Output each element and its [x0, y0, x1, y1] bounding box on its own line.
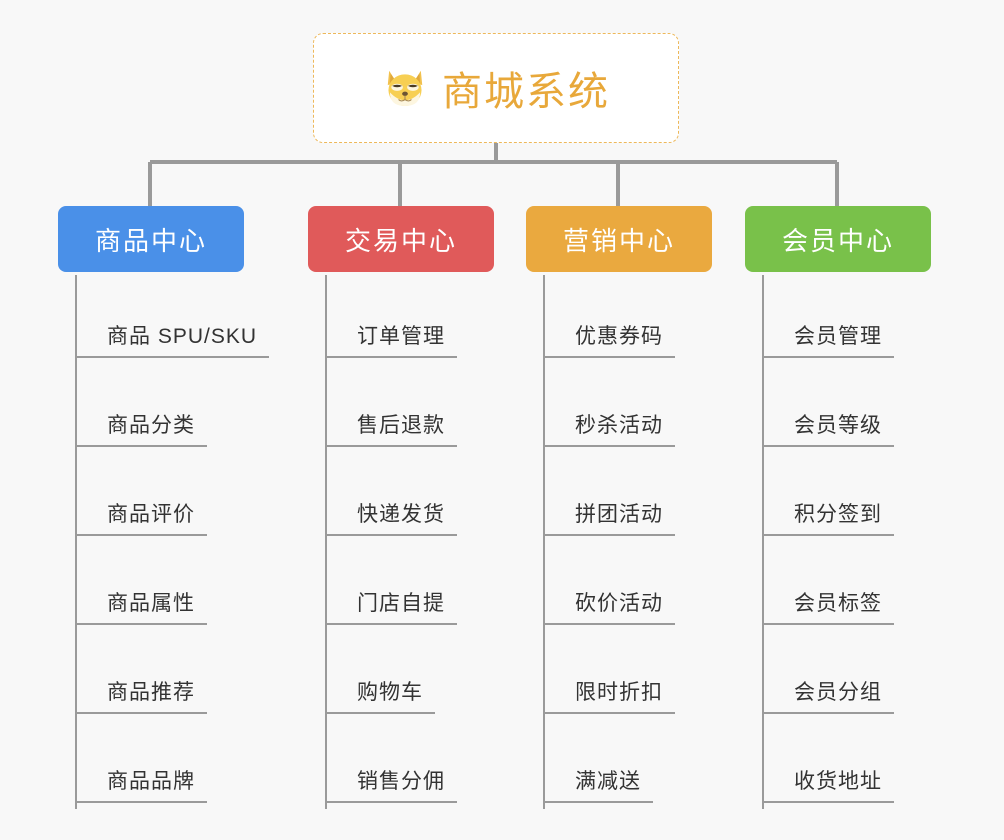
leaf-column-1: 商品 SPU/SKU 商品分类商品评价商品属性商品推荐商品品牌	[75, 275, 305, 809]
leaf-item[interactable]: 限时折扣	[543, 631, 773, 720]
category-node-4[interactable]: 会员中心	[745, 206, 931, 272]
leaf-label: 购物车	[327, 680, 435, 714]
category-node-3[interactable]: 营销中心	[526, 206, 712, 272]
leaf-item[interactable]: 售后退款	[325, 364, 555, 453]
leaf-label: 销售分佣	[327, 769, 457, 803]
category-label: 交易中心	[344, 225, 457, 256]
leaf-item[interactable]: 会员等级	[762, 364, 992, 453]
leaf-item[interactable]: 销售分佣	[325, 720, 555, 809]
leaf-label: 会员标签	[764, 591, 894, 625]
leaf-label: 商品品牌	[77, 769, 207, 803]
leaf-item[interactable]: 商品分类	[75, 364, 305, 453]
leaf-item[interactable]: 商品 SPU/SKU	[75, 275, 305, 364]
leaf-label: 快递发货	[327, 502, 457, 536]
leaf-item[interactable]: 拼团活动	[543, 453, 773, 542]
leaf-item[interactable]: 积分签到	[762, 453, 992, 542]
leaf-item[interactable]: 收货地址	[762, 720, 992, 809]
category-node-1[interactable]: 商品中心	[58, 206, 244, 272]
leaf-item[interactable]: 秒杀活动	[543, 364, 773, 453]
leaf-label: 商品 SPU/SKU	[77, 324, 270, 358]
leaf-item[interactable]: 会员管理	[762, 275, 992, 364]
leaf-label: 售后退款	[327, 413, 457, 447]
leaf-item[interactable]: 门店自提	[325, 542, 555, 631]
category-label: 营销中心	[562, 225, 675, 256]
leaf-label: 收货地址	[764, 769, 894, 803]
shiba-dog-face-icon	[382, 65, 428, 111]
leaf-item[interactable]: 商品推荐	[75, 631, 305, 720]
leaf-column-3: 优惠券码秒杀活动拼团活动砍价活动限时折扣满减送	[543, 275, 773, 809]
leaf-item[interactable]: 快递发货	[325, 453, 555, 542]
leaf-item[interactable]: 会员分组	[762, 631, 992, 720]
leaf-label: 积分签到	[764, 502, 894, 536]
leaf-label: 会员等级	[764, 413, 894, 447]
leaf-item[interactable]: 商品评价	[75, 453, 305, 542]
leaf-label: 订单管理	[327, 324, 457, 358]
leaf-item[interactable]: 满减送	[543, 720, 773, 809]
leaf-item[interactable]: 会员标签	[762, 542, 992, 631]
leaf-label: 限时折扣	[545, 680, 675, 714]
leaf-item[interactable]: 订单管理	[325, 275, 555, 364]
leaf-label: 商品推荐	[77, 680, 207, 714]
leaf-label: 砍价活动	[545, 591, 675, 625]
leaf-item[interactable]: 砍价活动	[543, 542, 773, 631]
root-title: 商城系统	[442, 70, 610, 114]
leaf-label: 商品评价	[77, 502, 207, 536]
leaf-item[interactable]: 商品品牌	[75, 720, 305, 809]
leaf-label: 会员管理	[764, 324, 894, 358]
category-label: 商品中心	[94, 225, 207, 256]
leaf-label: 拼团活动	[545, 502, 675, 536]
leaf-label: 优惠券码	[545, 324, 675, 358]
leaf-label: 商品分类	[77, 413, 207, 447]
leaf-label: 门店自提	[327, 591, 457, 625]
leaf-label: 秒杀活动	[545, 413, 675, 447]
category-label: 会员中心	[781, 225, 894, 256]
leaf-label: 满减送	[545, 769, 653, 803]
leaf-column-2: 订单管理售后退款快递发货门店自提购物车销售分佣	[325, 275, 555, 809]
leaf-label: 商品属性	[77, 591, 207, 625]
leaf-item[interactable]: 优惠券码	[543, 275, 773, 364]
leaf-item[interactable]: 购物车	[325, 631, 555, 720]
root-node[interactable]: 商城系统	[313, 33, 679, 143]
leaf-item[interactable]: 商品属性	[75, 542, 305, 631]
leaf-column-4: 会员管理会员等级积分签到会员标签会员分组收货地址	[762, 275, 992, 809]
category-node-2[interactable]: 交易中心	[308, 206, 494, 272]
leaf-label: 会员分组	[764, 680, 894, 714]
